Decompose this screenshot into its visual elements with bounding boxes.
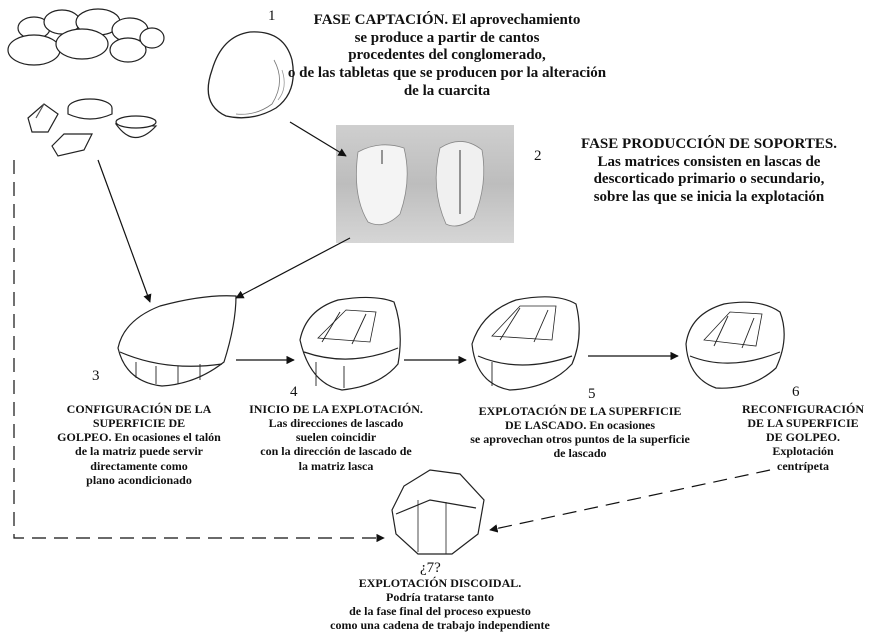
step-2-line: Las matrices consisten en lascas de: [540, 154, 878, 172]
core-illustration-7: [392, 470, 484, 554]
step-1-caption: FASE CAPTACIÓN. El aprovechamiento se pr…: [282, 12, 612, 100]
step-4-line: suelen coincidir: [236, 430, 436, 444]
tablets-illustration: [28, 99, 156, 156]
step-4-line: Las direcciones de lascado: [236, 416, 436, 430]
step-7-line: Podría tratarse tanto: [292, 590, 588, 604]
step-3-caption: CONFIGURACIÓN DE LA SUPERFICIE DE GOLPEO…: [34, 402, 244, 487]
step-1-number: 1: [268, 8, 276, 26]
step-6-caption: RECONFIGURACIÓN DE LA SUPERFICIE DE GOLP…: [728, 402, 878, 473]
step-6-line: centrípeta: [728, 459, 878, 473]
step-5-caption: EXPLOTACIÓN DE LA SUPERFICIE DE LASCADO.…: [458, 404, 702, 461]
cobble-illustration: [208, 32, 293, 118]
step-5-line: EXPLOTACIÓN DE LA SUPERFICIE: [458, 404, 702, 418]
step-3-line: SUPERFICIE DE: [34, 416, 244, 430]
step-2-line: descorticado primario o secundario,: [540, 171, 878, 189]
step-6-line: Explotación: [728, 444, 878, 458]
flakes-photo: [336, 125, 514, 243]
step-5-line: de lascado: [458, 446, 702, 460]
step-6-line: DE LA SUPERFICIE: [728, 416, 878, 430]
step-6-number: 6: [792, 384, 800, 402]
step-4-line: INICIO DE LA EXPLOTACIÓN.: [236, 402, 436, 416]
step-4-line: con la dirección de lascado de: [236, 444, 436, 458]
core-illustration-5: [472, 297, 579, 390]
step-4-line: la matriz lasca: [236, 459, 436, 473]
step-3-line: de la matriz puede servir: [34, 444, 244, 458]
step-3-number: 3: [92, 368, 100, 386]
step-3-line: plano acondicionado: [34, 473, 244, 487]
step-1-line: se produce a partir de cantos: [282, 30, 612, 48]
step-1-line: procedentes del conglomerado,: [282, 47, 612, 65]
step-6-line: DE GOLPEO.: [728, 430, 878, 444]
step-5-line: DE LASCADO. En ocasiones: [458, 418, 702, 432]
step-1-line: FASE CAPTACIÓN. El aprovechamiento: [282, 12, 612, 30]
step-2-line: FASE PRODUCCIÓN DE SOPORTES.: [540, 136, 878, 154]
step-3-line: GOLPEO. En ocasiones el talón: [34, 430, 244, 444]
pebbles-illustration: [8, 9, 164, 65]
step-5-line: se aprovechan otros puntos de la superfi…: [458, 432, 702, 446]
step-6-line: RECONFIGURACIÓN: [728, 402, 878, 416]
step-3-line: CONFIGURACIÓN DE LA: [34, 402, 244, 416]
step-2-caption: FASE PRODUCCIÓN DE SOPORTES. Las matrice…: [540, 136, 878, 207]
step-3-line: directamente como: [34, 459, 244, 473]
step-1-line: de la cuarcita: [282, 83, 612, 101]
core-illustration-4: [300, 297, 400, 390]
step-1-line: o de las tabletas que se producen por la…: [282, 65, 612, 83]
core-illustration-3: [118, 296, 236, 386]
step-4-caption: INICIO DE LA EXPLOTACIÓN. Las direccione…: [236, 402, 436, 473]
step-7-line: como una cadena de trabajo independiente: [292, 618, 588, 632]
step-7-caption: EXPLOTACIÓN DISCOIDAL. Podría tratarse t…: [292, 576, 588, 633]
step-7-line: de la fase final del proceso expuesto: [292, 604, 588, 618]
step-7-line: EXPLOTACIÓN DISCOIDAL.: [292, 576, 588, 590]
step-2-line: sobre las que se inicia la explotación: [540, 189, 878, 207]
step-5-number: 5: [588, 386, 596, 404]
step-4-number: 4: [290, 384, 298, 402]
core-illustration-6: [686, 302, 784, 388]
